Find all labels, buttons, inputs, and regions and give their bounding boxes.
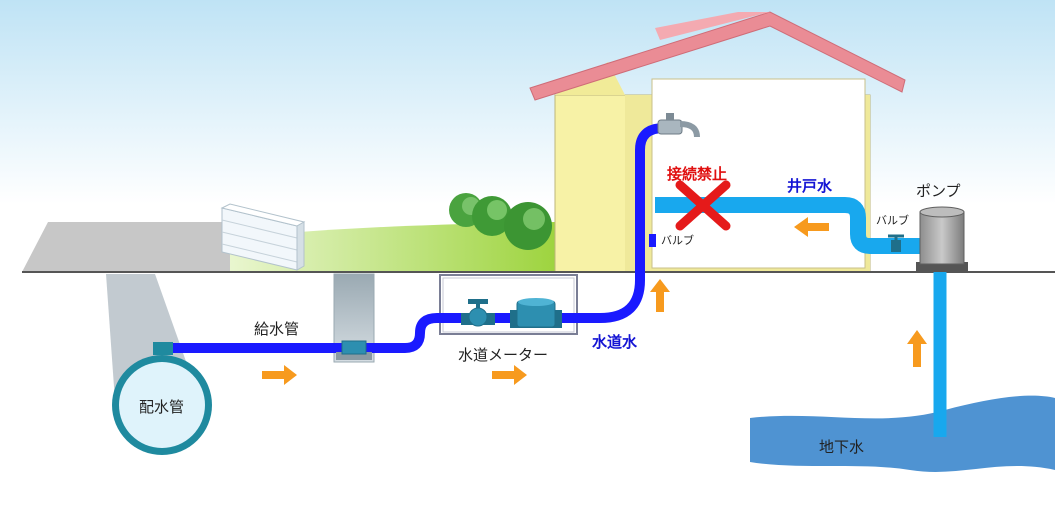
groundwater-label: 地下水: [819, 438, 865, 456]
tap-water-label: 水道水: [592, 333, 638, 351]
tap-water-pipe: [165, 123, 665, 353]
pump-label: ポンプ: [916, 182, 961, 200]
house-interior: [651, 78, 866, 269]
well-water-label: 井戸水: [787, 177, 833, 195]
gate-valve-icon: [461, 299, 495, 327]
groundwater-pool: [750, 395, 1055, 472]
pump-valve: [888, 234, 904, 252]
service-valve: [336, 340, 372, 360]
pump-icon: [916, 206, 968, 272]
house: [529, 11, 906, 273]
distribution-main-label: 配水管: [139, 398, 185, 416]
faucet-icon: [657, 113, 700, 138]
no-connection-label: 接続禁止: [667, 165, 728, 183]
distribution-main: [112, 342, 212, 455]
service-pipe-label: 給水管: [254, 320, 300, 338]
garden-wall: [220, 203, 306, 271]
pump-valve-label: バルブ: [876, 214, 909, 227]
house-valve: [649, 234, 656, 247]
tree-icon: [449, 193, 552, 250]
water-meter-label: 水道メーター: [458, 346, 549, 364]
prohibited-x-icon: [675, 180, 731, 231]
water-meter-icon: [510, 298, 562, 328]
flow-arrow-icon: [262, 217, 927, 385]
well-water-pipe: [655, 197, 947, 437]
lawn: [230, 222, 555, 272]
house-valve-label: バルブ: [661, 234, 694, 247]
meter-box: [439, 274, 578, 335]
